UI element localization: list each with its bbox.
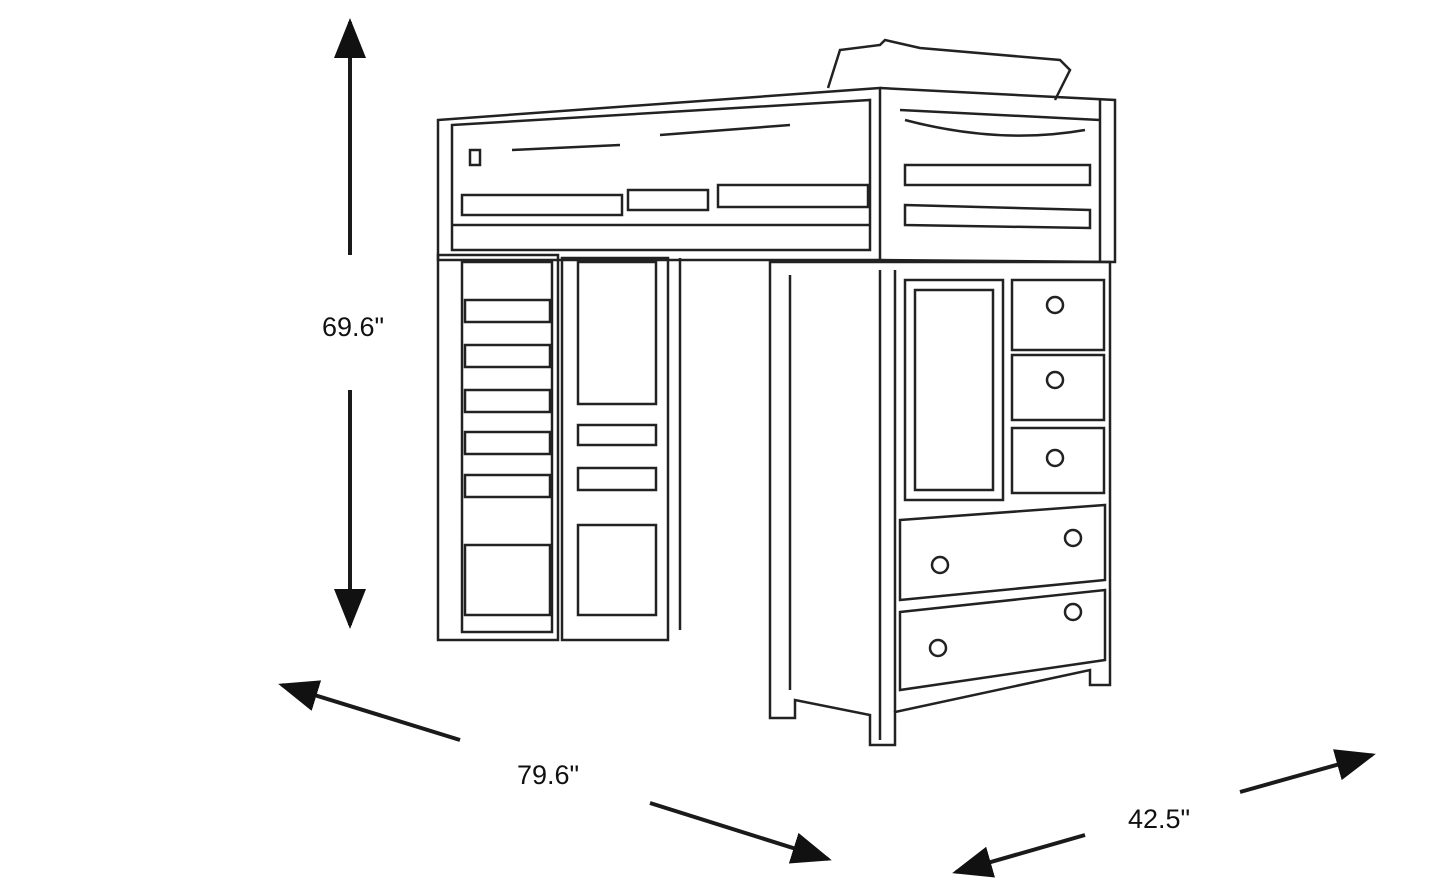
depth-arrow-right	[1239, 749, 1376, 794]
depth-arrow-left	[952, 833, 1086, 878]
width-arrow-right	[649, 801, 832, 864]
dimension-arrows	[278, 18, 1376, 878]
width-label: 79.6"	[517, 760, 580, 790]
bed-outline	[436, 38, 1117, 747]
height-label: 69.6"	[322, 312, 385, 342]
width-arrow-left	[278, 680, 461, 742]
pillow	[826, 38, 1072, 101]
depth-label: 42.5"	[1128, 804, 1191, 834]
